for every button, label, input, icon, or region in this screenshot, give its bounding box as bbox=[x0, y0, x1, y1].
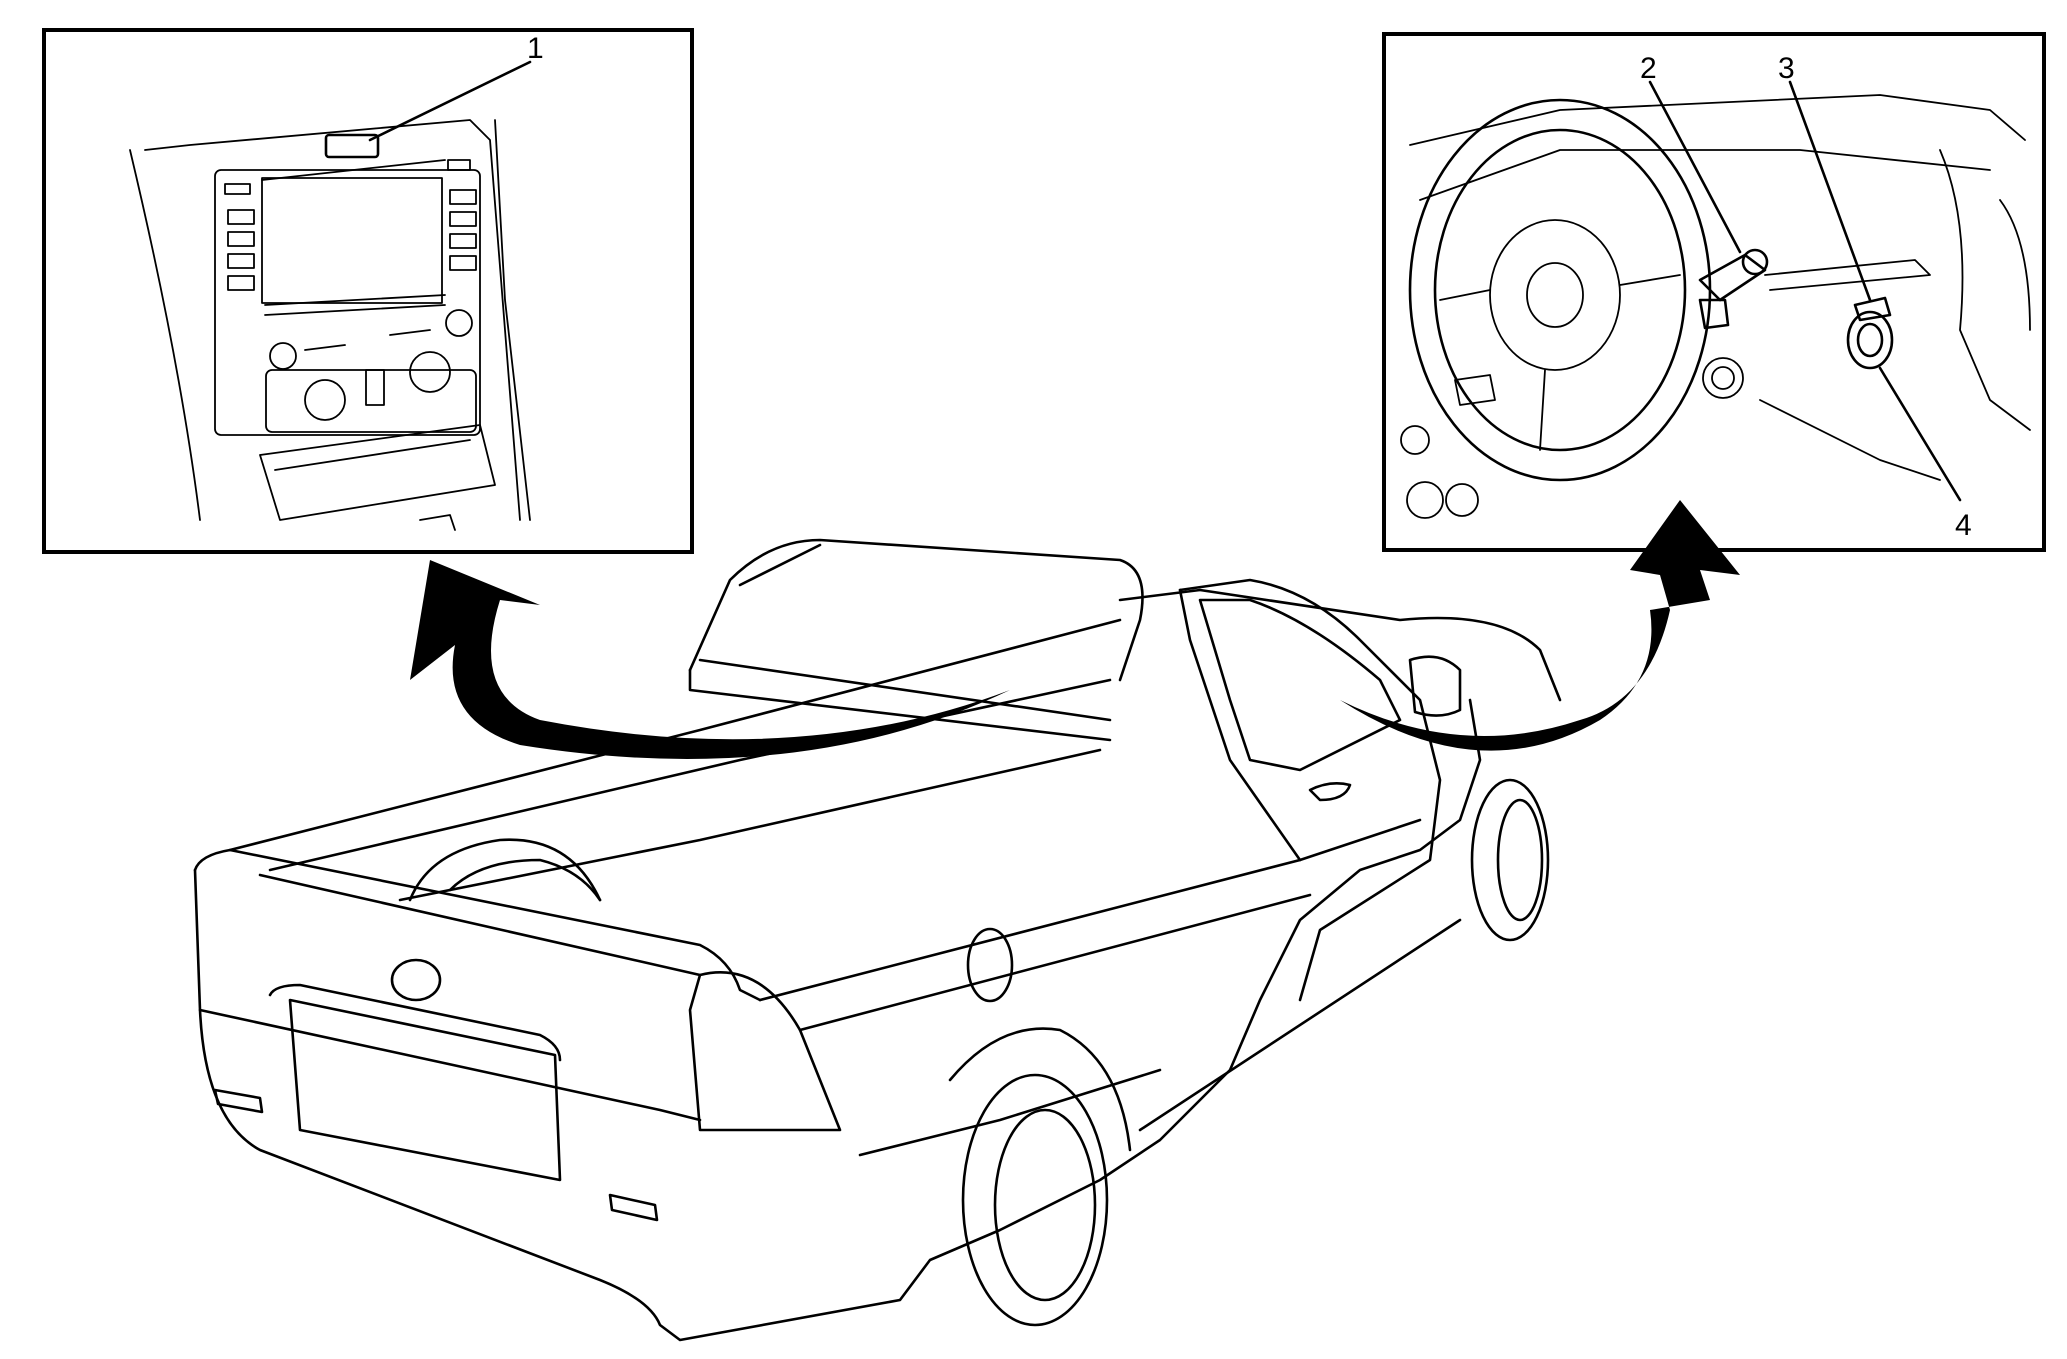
callout-1-leader bbox=[368, 60, 532, 142]
callout-3-label: 3 bbox=[1778, 52, 1795, 85]
dashboard-inset: 2 3 4 bbox=[1382, 32, 2046, 552]
tailgate-badge bbox=[390, 958, 442, 1002]
component-3-4-module bbox=[1846, 296, 1894, 370]
ignition-cylinder bbox=[1702, 357, 1744, 399]
vehicle-illustration bbox=[193, 538, 1562, 1342]
climate-knob-left bbox=[304, 379, 346, 421]
side-window bbox=[1198, 598, 1402, 772]
radio-knob-right bbox=[445, 309, 473, 337]
fuel-door bbox=[966, 927, 1014, 1003]
left-preset-buttons bbox=[227, 209, 255, 291]
right-preset-buttons bbox=[449, 189, 477, 271]
arrow-to-dashboard bbox=[1340, 500, 1740, 751]
console-inset-frame bbox=[42, 28, 694, 554]
callout-2-leader bbox=[1648, 80, 1742, 254]
storage-bin bbox=[259, 424, 496, 521]
display-screen bbox=[261, 177, 443, 304]
callout-4-leader bbox=[1878, 366, 1962, 502]
climate-knob-right bbox=[409, 351, 451, 393]
driver-door bbox=[1178, 578, 1442, 1002]
radio-knob-left bbox=[269, 342, 297, 370]
wheel-tub-hump bbox=[408, 838, 602, 902]
tail-lamp bbox=[688, 971, 842, 1132]
door-handle bbox=[1308, 782, 1352, 802]
callout-3-leader bbox=[1788, 80, 1872, 302]
callout-4-label: 4 bbox=[1955, 509, 1972, 542]
vehicle-tub-rail bbox=[193, 848, 762, 1002]
license-plate-recess bbox=[288, 998, 562, 1182]
rear-wheel bbox=[948, 1027, 1132, 1327]
steering-wheel-hub bbox=[1489, 219, 1621, 371]
component-1-module bbox=[324, 133, 380, 159]
cab-rear-wall bbox=[688, 538, 1144, 682]
side-mirror bbox=[1408, 655, 1462, 717]
callout-1-label: 1 bbox=[527, 32, 544, 65]
callout-2-label: 2 bbox=[1640, 52, 1657, 85]
component-2-stalk bbox=[1698, 248, 1769, 330]
front-wheel bbox=[1470, 778, 1550, 942]
console-inset: 1 bbox=[42, 28, 694, 554]
arrow-to-console bbox=[410, 560, 1010, 759]
